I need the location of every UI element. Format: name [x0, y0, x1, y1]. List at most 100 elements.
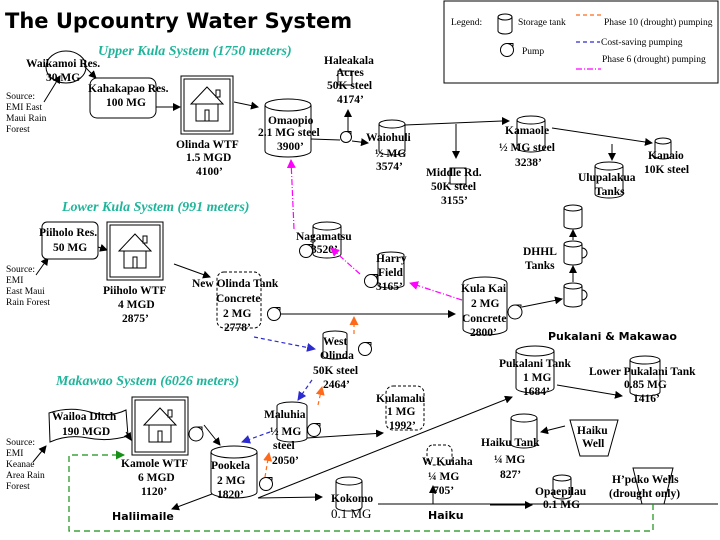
svg-text:¼ MG: ¼ MG	[428, 471, 459, 483]
svg-text:2 MG: 2 MG	[217, 475, 245, 487]
svg-text:Maluhia: Maluhia	[264, 409, 306, 421]
kamaole-tank: Kamaole ½ MG steel 3238’	[499, 115, 555, 169]
legend-heading: Legend:	[451, 18, 482, 28]
svg-text:1120’: 1120’	[141, 486, 167, 498]
svg-text:50K steel: 50K steel	[431, 181, 476, 193]
waikamoi-reservoir: Waikamoi Res. 30 MG	[26, 58, 100, 84]
source-makawao: Source: EMI Keanae Area Rain Forest	[6, 438, 45, 492]
svg-text:0.1 MG: 0.1 MG	[543, 499, 580, 511]
svg-text:EMI: EMI	[6, 449, 23, 459]
svg-text:½ MG steel: ½ MG steel	[499, 142, 555, 154]
svg-text:Source:: Source:	[6, 265, 35, 275]
svg-text:827’: 827’	[500, 469, 521, 481]
svg-text:Tanks: Tanks	[525, 260, 555, 272]
new-olinda-tank: New Olinda Tank Concrete 2 MG 2778’	[192, 271, 279, 334]
svg-text:Haleakala: Haleakala	[324, 55, 374, 67]
hpoko-wells: H’poko Wells (drought only)	[609, 467, 680, 505]
kahakapao-reservoir-shape	[89, 77, 157, 119]
waikamoi-reservoir-shape	[45, 50, 87, 84]
phase6-line-to-harry-field	[409, 281, 463, 301]
dhhl-tanks: DHHL Tanks	[523, 204, 588, 308]
phase6-line-to-omaopio	[286, 159, 296, 230]
pump-icon	[188, 426, 204, 442]
section-makawao: Makawao System (6026 meters)	[55, 374, 239, 389]
svg-text:2800’: 2800’	[470, 327, 497, 339]
middle-rd-tank: Middle Rd. 50K steel 3155’	[426, 167, 482, 207]
svg-text:(drought only): (drought only)	[609, 488, 680, 500]
ulupalakua-tanks: Ulupalakua Tanks	[578, 161, 636, 199]
svg-text:Forest: Forest	[6, 125, 30, 135]
section-lower-kula: Lower Kula System (991 meters)	[61, 200, 249, 215]
olinda-wtf: Olinda WTF 1.5 MGD 4100’	[176, 75, 239, 178]
svg-text:1.5 MGD: 1.5 MGD	[186, 152, 231, 164]
svg-text:2050’: 2050’	[272, 455, 299, 467]
source-upper: Source: EMI East Maui Rain Forest	[6, 92, 47, 135]
svg-text:4174’: 4174’	[337, 94, 364, 106]
pump-icon	[507, 304, 523, 320]
source-lower: Source: EMI East Maui Rain Forest	[6, 265, 50, 308]
svg-text:1416’: 1416’	[633, 393, 660, 405]
svg-text:steel: steel	[273, 440, 295, 452]
svg-text:Field: Field	[378, 267, 404, 279]
svg-text:Piiholo WTF: Piiholo WTF	[103, 285, 166, 297]
svg-text:2778’: 2778’	[224, 322, 251, 334]
svg-text:3155’: 3155’	[441, 195, 468, 207]
svg-text:Well: Well	[582, 438, 604, 450]
svg-text:2 MG: 2 MG	[471, 298, 499, 310]
svg-text:Harry: Harry	[376, 253, 407, 265]
pookela-tank: Pookela 2 MG 1820’	[210, 445, 258, 501]
svg-text:Kula Kai: Kula Kai	[461, 283, 507, 295]
svg-text:Middle Rd.: Middle Rd.	[426, 167, 482, 179]
svg-text:3574’: 3574’	[376, 161, 403, 173]
storage-tank-icon	[497, 13, 513, 35]
svg-text:½ MG: ½ MG	[270, 426, 301, 438]
svg-text:Waikamoi Res.: Waikamoi Res.	[26, 58, 100, 70]
svg-text:3900’: 3900’	[277, 141, 304, 153]
area-haliimaile: Haliimaile	[112, 510, 174, 523]
svg-text:2875’: 2875’	[122, 313, 149, 325]
svg-text:Ulupalakua: Ulupalakua	[578, 172, 636, 184]
svg-text:1684’: 1684’	[523, 386, 550, 398]
svg-text:H’poko Wells: H’poko Wells	[612, 474, 679, 486]
svg-text:Keanae: Keanae	[6, 460, 34, 470]
svg-text:Haiku Tank: Haiku Tank	[481, 437, 540, 449]
waiohuli-tank: Waiohuli ½ MG 3574’	[366, 119, 412, 173]
legend-phase6-label: Phase 6 (drought) pumping	[602, 54, 706, 65]
svg-text:West: West	[323, 336, 347, 348]
svg-text:10K steel: 10K steel	[644, 164, 689, 176]
kanaio-tank: Kanaio 10K steel	[644, 137, 689, 176]
svg-text:Concrete: Concrete	[462, 313, 507, 325]
legend-pump-label: Pump	[522, 47, 544, 57]
pump-icon	[259, 477, 273, 491]
svg-text:Kamole WTF: Kamole WTF	[121, 458, 188, 470]
piiholo-reservoir-shape	[41, 221, 99, 260]
pump-icon	[267, 307, 281, 321]
svg-text:0.1 MG: 0.1 MG	[331, 506, 371, 521]
svg-text:Forest: Forest	[6, 482, 30, 492]
haiku-tank: Haiku Tank ¼ MG 827’	[481, 413, 540, 481]
svg-text:1820’: 1820’	[217, 489, 244, 501]
svg-text:6 MGD: 6 MGD	[138, 472, 175, 484]
svg-text:50K steel: 50K steel	[313, 365, 358, 377]
svg-text:1992’: 1992’	[389, 420, 416, 432]
svg-text:50 MG: 50 MG	[53, 242, 87, 254]
svg-text:2.1 MG steel: 2.1 MG steel	[258, 127, 320, 139]
svg-text:Acres: Acres	[336, 67, 364, 79]
kulamalu-tank: Kulamalu 1 MG 1992’	[376, 385, 426, 432]
cost-saving-line-to-west-olinda	[253, 336, 316, 352]
svg-text:DHHL: DHHL	[523, 246, 557, 258]
svg-text:3238’: 3238’	[515, 157, 542, 169]
svg-text:Pukalani Tank: Pukalani Tank	[499, 358, 572, 370]
svg-text:East Maui: East Maui	[6, 287, 45, 297]
svg-text:Olinda WTF: Olinda WTF	[176, 139, 239, 151]
area-haiku: Haiku	[428, 509, 464, 522]
phase6-line-to-nagamatsu	[330, 247, 361, 275]
svg-text:100 MG: 100 MG	[106, 97, 146, 109]
cost-saving-line-to-maluhia	[297, 379, 313, 401]
kula-kai-tank: Kula Kai 2 MG Concrete 2800’	[461, 276, 508, 339]
treatment-plant-icon	[117, 233, 153, 269]
legend-cost-saving-label: Cost-saving pumping	[601, 38, 683, 48]
pukalani-tank: Pukalani Tank 1 MG 1684’	[499, 345, 572, 398]
diagram-title: The Upcountry Water System	[5, 9, 352, 33]
